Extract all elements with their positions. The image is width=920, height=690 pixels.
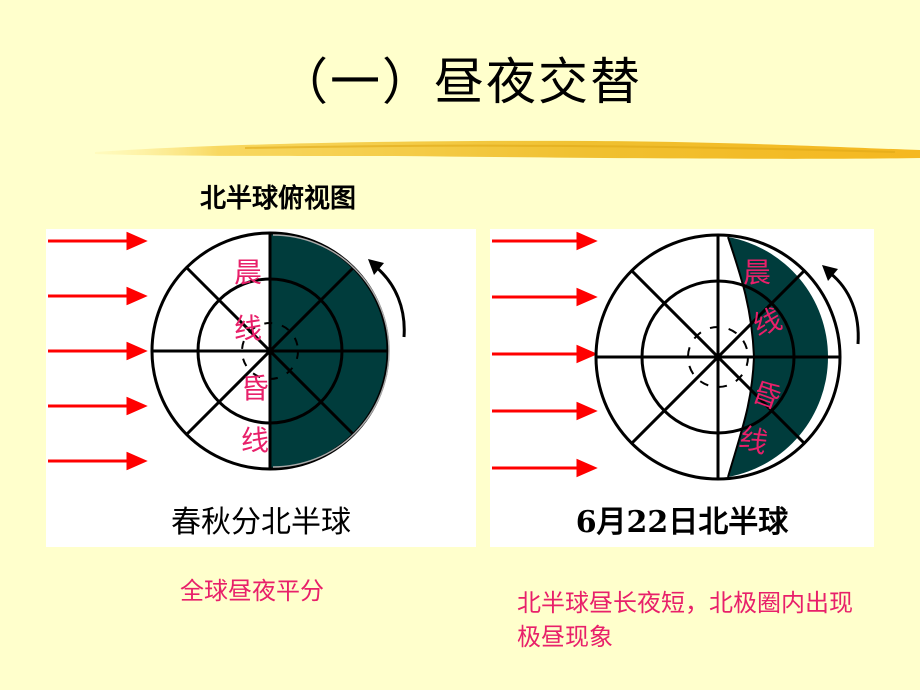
terminator-label-char: 线 (234, 312, 263, 345)
diagram-heading: 北半球俯视图 (200, 184, 357, 214)
terminator-label-char: 线 (241, 424, 270, 457)
terminator-label-char: 晨 (234, 256, 263, 289)
equinox-caption: 春秋分北半球 (171, 505, 351, 540)
solstice-globe-figure (492, 231, 860, 481)
equinox-diagram: 晨 线 昏 线 春秋分北半球 (46, 229, 476, 547)
equinox-globe-figure (48, 231, 406, 471)
sun-rays (492, 231, 598, 478)
solstice-caption: 6月22日北半球 (575, 505, 789, 540)
solstice-diagram: 晨 线 昏 线 6月22日北半球 (490, 229, 874, 547)
terminator-label-char: 晨 (743, 256, 772, 289)
terminator-label-char: 昏 (241, 372, 270, 405)
sun-rays (48, 231, 148, 471)
slide-title: （一）昼夜交替 (278, 53, 642, 111)
brush-stroke-divider (95, 140, 920, 159)
solstice-note: 北半球昼长夜短，北极圈内出现极昼现象 (517, 589, 853, 651)
counterclockwise-arrow-icon (829, 271, 860, 345)
equinox-note: 全球昼夜平分 (180, 577, 324, 605)
counterclockwise-arrow-icon (375, 265, 406, 338)
